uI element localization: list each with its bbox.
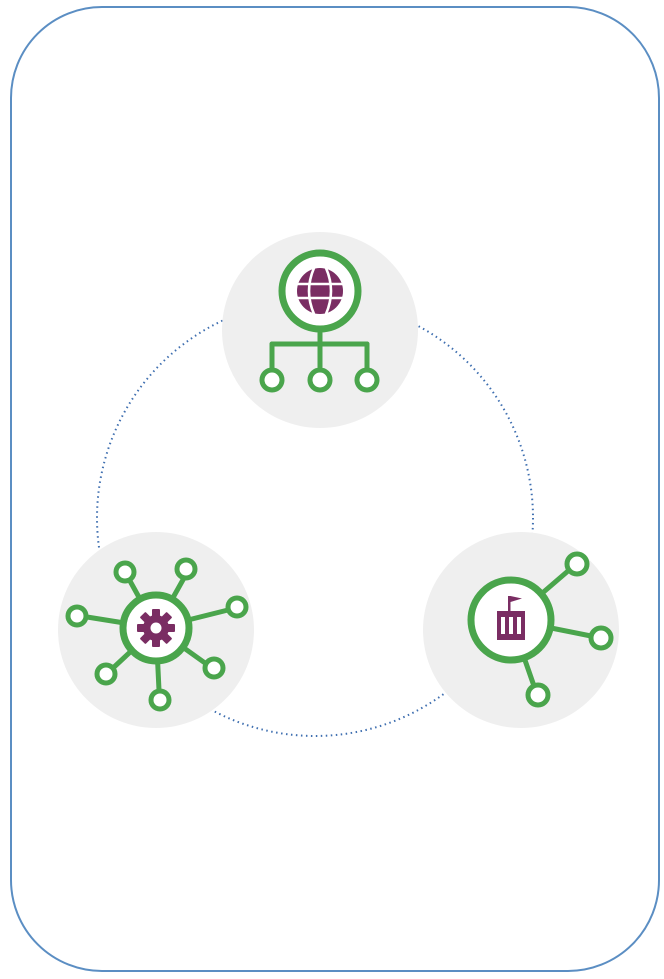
rounded-frame — [10, 6, 660, 972]
dotted-connector-ring — [96, 299, 534, 737]
gear-network-icon — [65, 557, 249, 712]
node-top — [222, 232, 418, 428]
globe-hierarchy-icon — [259, 249, 380, 393]
node-left — [58, 532, 254, 728]
building-network-icon — [467, 551, 614, 708]
node-right — [423, 532, 619, 728]
